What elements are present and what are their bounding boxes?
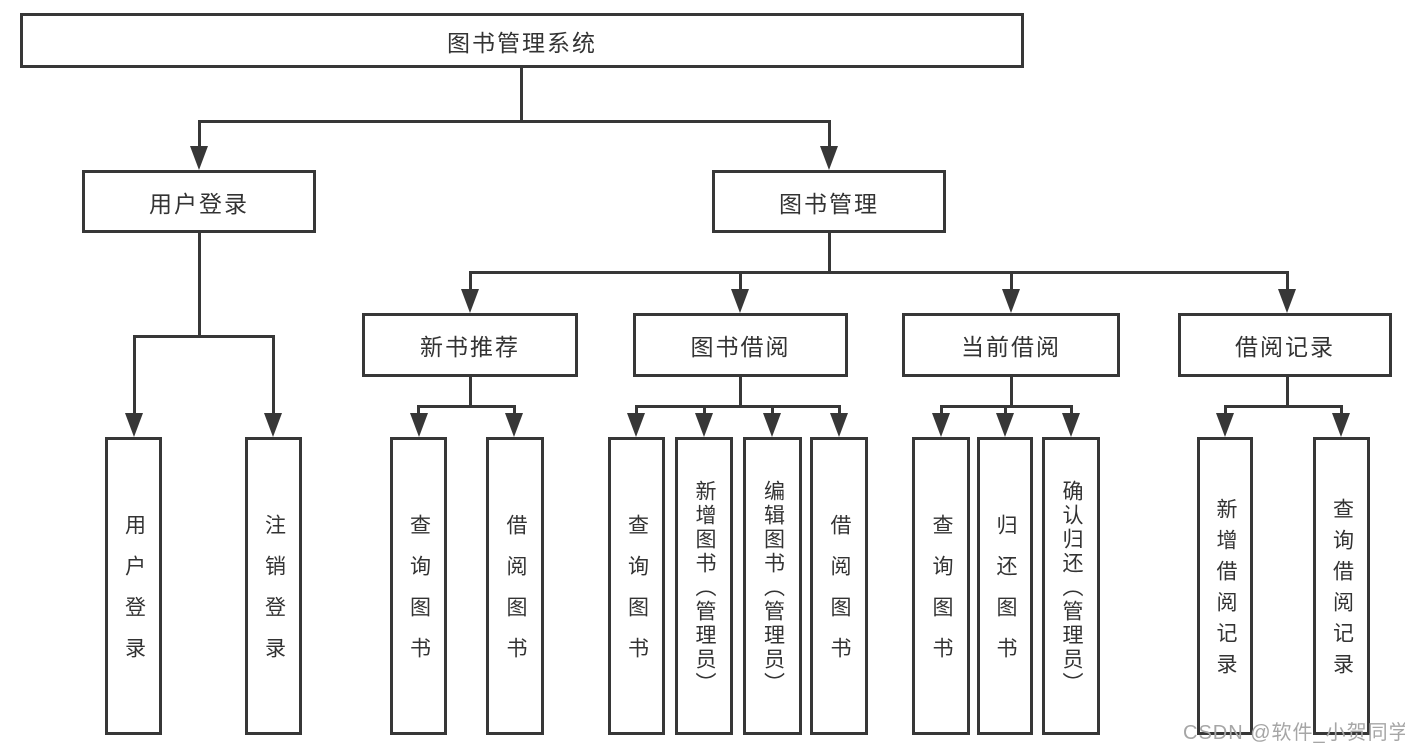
leaf-borrow-books: 借阅图书 — [810, 437, 868, 735]
node-borrowing-records: 借阅记录 — [1178, 313, 1392, 377]
node-user-login: 用户登录 — [82, 170, 316, 233]
arrow-down-icon — [996, 413, 1014, 437]
leaf-query-books-current: 查询图书 — [912, 437, 970, 735]
leaf-add-borrow-record: 新增借阅记录 — [1197, 437, 1253, 735]
leaf-query-borrow-record: 查询借阅记录 — [1313, 437, 1370, 735]
leaf-label: 新增图书（管理员） — [693, 479, 716, 696]
edge-stem — [1224, 405, 1227, 415]
leaf-label: 查询借阅记录 — [1330, 498, 1354, 684]
leaf-label: 新增借阅记录 — [1214, 498, 1237, 684]
arrow-down-icon — [190, 146, 208, 170]
node-book-management: 图书管理 — [712, 170, 946, 233]
edge-current-borrowing-drop — [1010, 377, 1013, 407]
edge-book-management-branch — [469, 271, 1289, 274]
leaf-label: 编辑图书（管理员） — [761, 479, 785, 696]
leaf-label: 借阅图书 — [504, 514, 527, 678]
node-current-borrowing: 当前借阅 — [902, 313, 1120, 377]
leaf-user-login: 用户登录 — [105, 437, 162, 735]
arrow-down-icon — [731, 289, 749, 313]
node-new-book-recommend: 新书推荐 — [362, 313, 578, 377]
edge-root-branch — [198, 120, 831, 123]
node-borrowing-records-label: 借阅记录 — [1235, 334, 1335, 360]
edge-book-borrowing-drop — [739, 377, 742, 407]
edge-stem-new-book — [469, 271, 472, 289]
edge-stem — [1070, 405, 1073, 415]
leaf-confirm-return-admin: 确认归还（管理员） — [1042, 437, 1100, 735]
arrow-down-icon — [461, 289, 479, 313]
arrow-down-icon — [505, 413, 523, 437]
arrow-down-icon — [1062, 413, 1080, 437]
edge-stem — [513, 405, 516, 415]
arrow-down-icon — [1278, 289, 1296, 313]
csdn-watermark: CSDN @软件_小贺同学 — [1183, 722, 1405, 744]
edge-stem-book-management — [828, 120, 831, 148]
edge-new-book-drop — [469, 377, 472, 407]
node-root-label: 图书管理系统 — [447, 29, 597, 56]
leaf-return-books: 归还图书 — [977, 437, 1033, 735]
leaf-query-books-borrowing: 查询图书 — [608, 437, 665, 735]
edge-stem — [771, 405, 774, 415]
edge-book-borrowing-branch — [635, 405, 841, 408]
arrow-down-icon — [1002, 289, 1020, 313]
edge-stem — [417, 405, 420, 415]
leaf-label: 用户登录 — [122, 514, 146, 678]
node-current-borrowing-label: 当前借阅 — [961, 334, 1061, 360]
leaf-borrow-books-recommend: 借阅图书 — [486, 437, 544, 735]
edge-stem-current-borrowing — [1010, 271, 1013, 289]
arrow-down-icon — [1216, 413, 1234, 437]
arrow-down-icon — [627, 413, 645, 437]
node-book-borrowing-label: 图书借阅 — [690, 334, 791, 360]
arrow-down-icon — [763, 413, 781, 437]
leaf-label: 确认归还（管理员） — [1060, 479, 1083, 696]
leaf-label: 注销登录 — [262, 514, 286, 678]
edge-stem — [838, 405, 841, 415]
edge-root-drop — [520, 68, 523, 121]
edge-user-login-branch — [133, 335, 275, 338]
leaf-add-books-admin: 新增图书（管理员） — [675, 437, 733, 735]
leaf-label: 查询图书 — [407, 514, 431, 678]
arrow-down-icon — [820, 146, 838, 170]
edge-borrowing-records-branch — [1224, 405, 1343, 408]
leaf-logout: 注销登录 — [245, 437, 302, 735]
edge-stem — [1340, 405, 1343, 415]
node-book-borrowing: 图书借阅 — [633, 313, 848, 377]
node-book-management-label: 图书管理 — [779, 190, 879, 217]
arrow-down-icon — [932, 413, 950, 437]
edge-stem-user-login — [198, 120, 201, 148]
arrow-down-icon — [695, 413, 713, 437]
edge-user-login-drop — [198, 233, 201, 337]
edge-stem-leaf-login — [133, 335, 136, 413]
arrow-down-icon — [830, 413, 848, 437]
arrow-down-icon — [264, 413, 282, 437]
edge-borrowing-records-drop — [1286, 377, 1289, 407]
arrow-down-icon — [1332, 413, 1350, 437]
edge-stem — [940, 405, 943, 415]
edge-stem — [635, 405, 638, 415]
leaf-query-books-recommend: 查询图书 — [390, 437, 447, 735]
edge-stem-book-borrowing — [739, 271, 742, 289]
arrow-down-icon — [125, 413, 143, 437]
leaf-label: 借阅图书 — [828, 514, 851, 678]
node-new-book-recommend-label: 新书推荐 — [420, 334, 520, 360]
edge-stem-borrowing-records — [1286, 271, 1289, 289]
node-user-login-label: 用户登录 — [149, 190, 249, 217]
leaf-label: 归还图书 — [994, 514, 1017, 678]
edge-stem — [703, 405, 706, 415]
node-root-system: 图书管理系统 — [20, 13, 1024, 68]
edge-book-management-drop — [828, 233, 831, 273]
leaf-edit-books-admin: 编辑图书（管理员） — [743, 437, 802, 735]
leaf-label: 查询图书 — [625, 514, 649, 678]
leaf-label: 查询图书 — [930, 514, 953, 678]
edge-new-book-branch — [417, 405, 516, 408]
arrow-down-icon — [410, 413, 428, 437]
edge-stem — [1004, 405, 1007, 415]
edge-stem-leaf-logout — [272, 335, 275, 413]
